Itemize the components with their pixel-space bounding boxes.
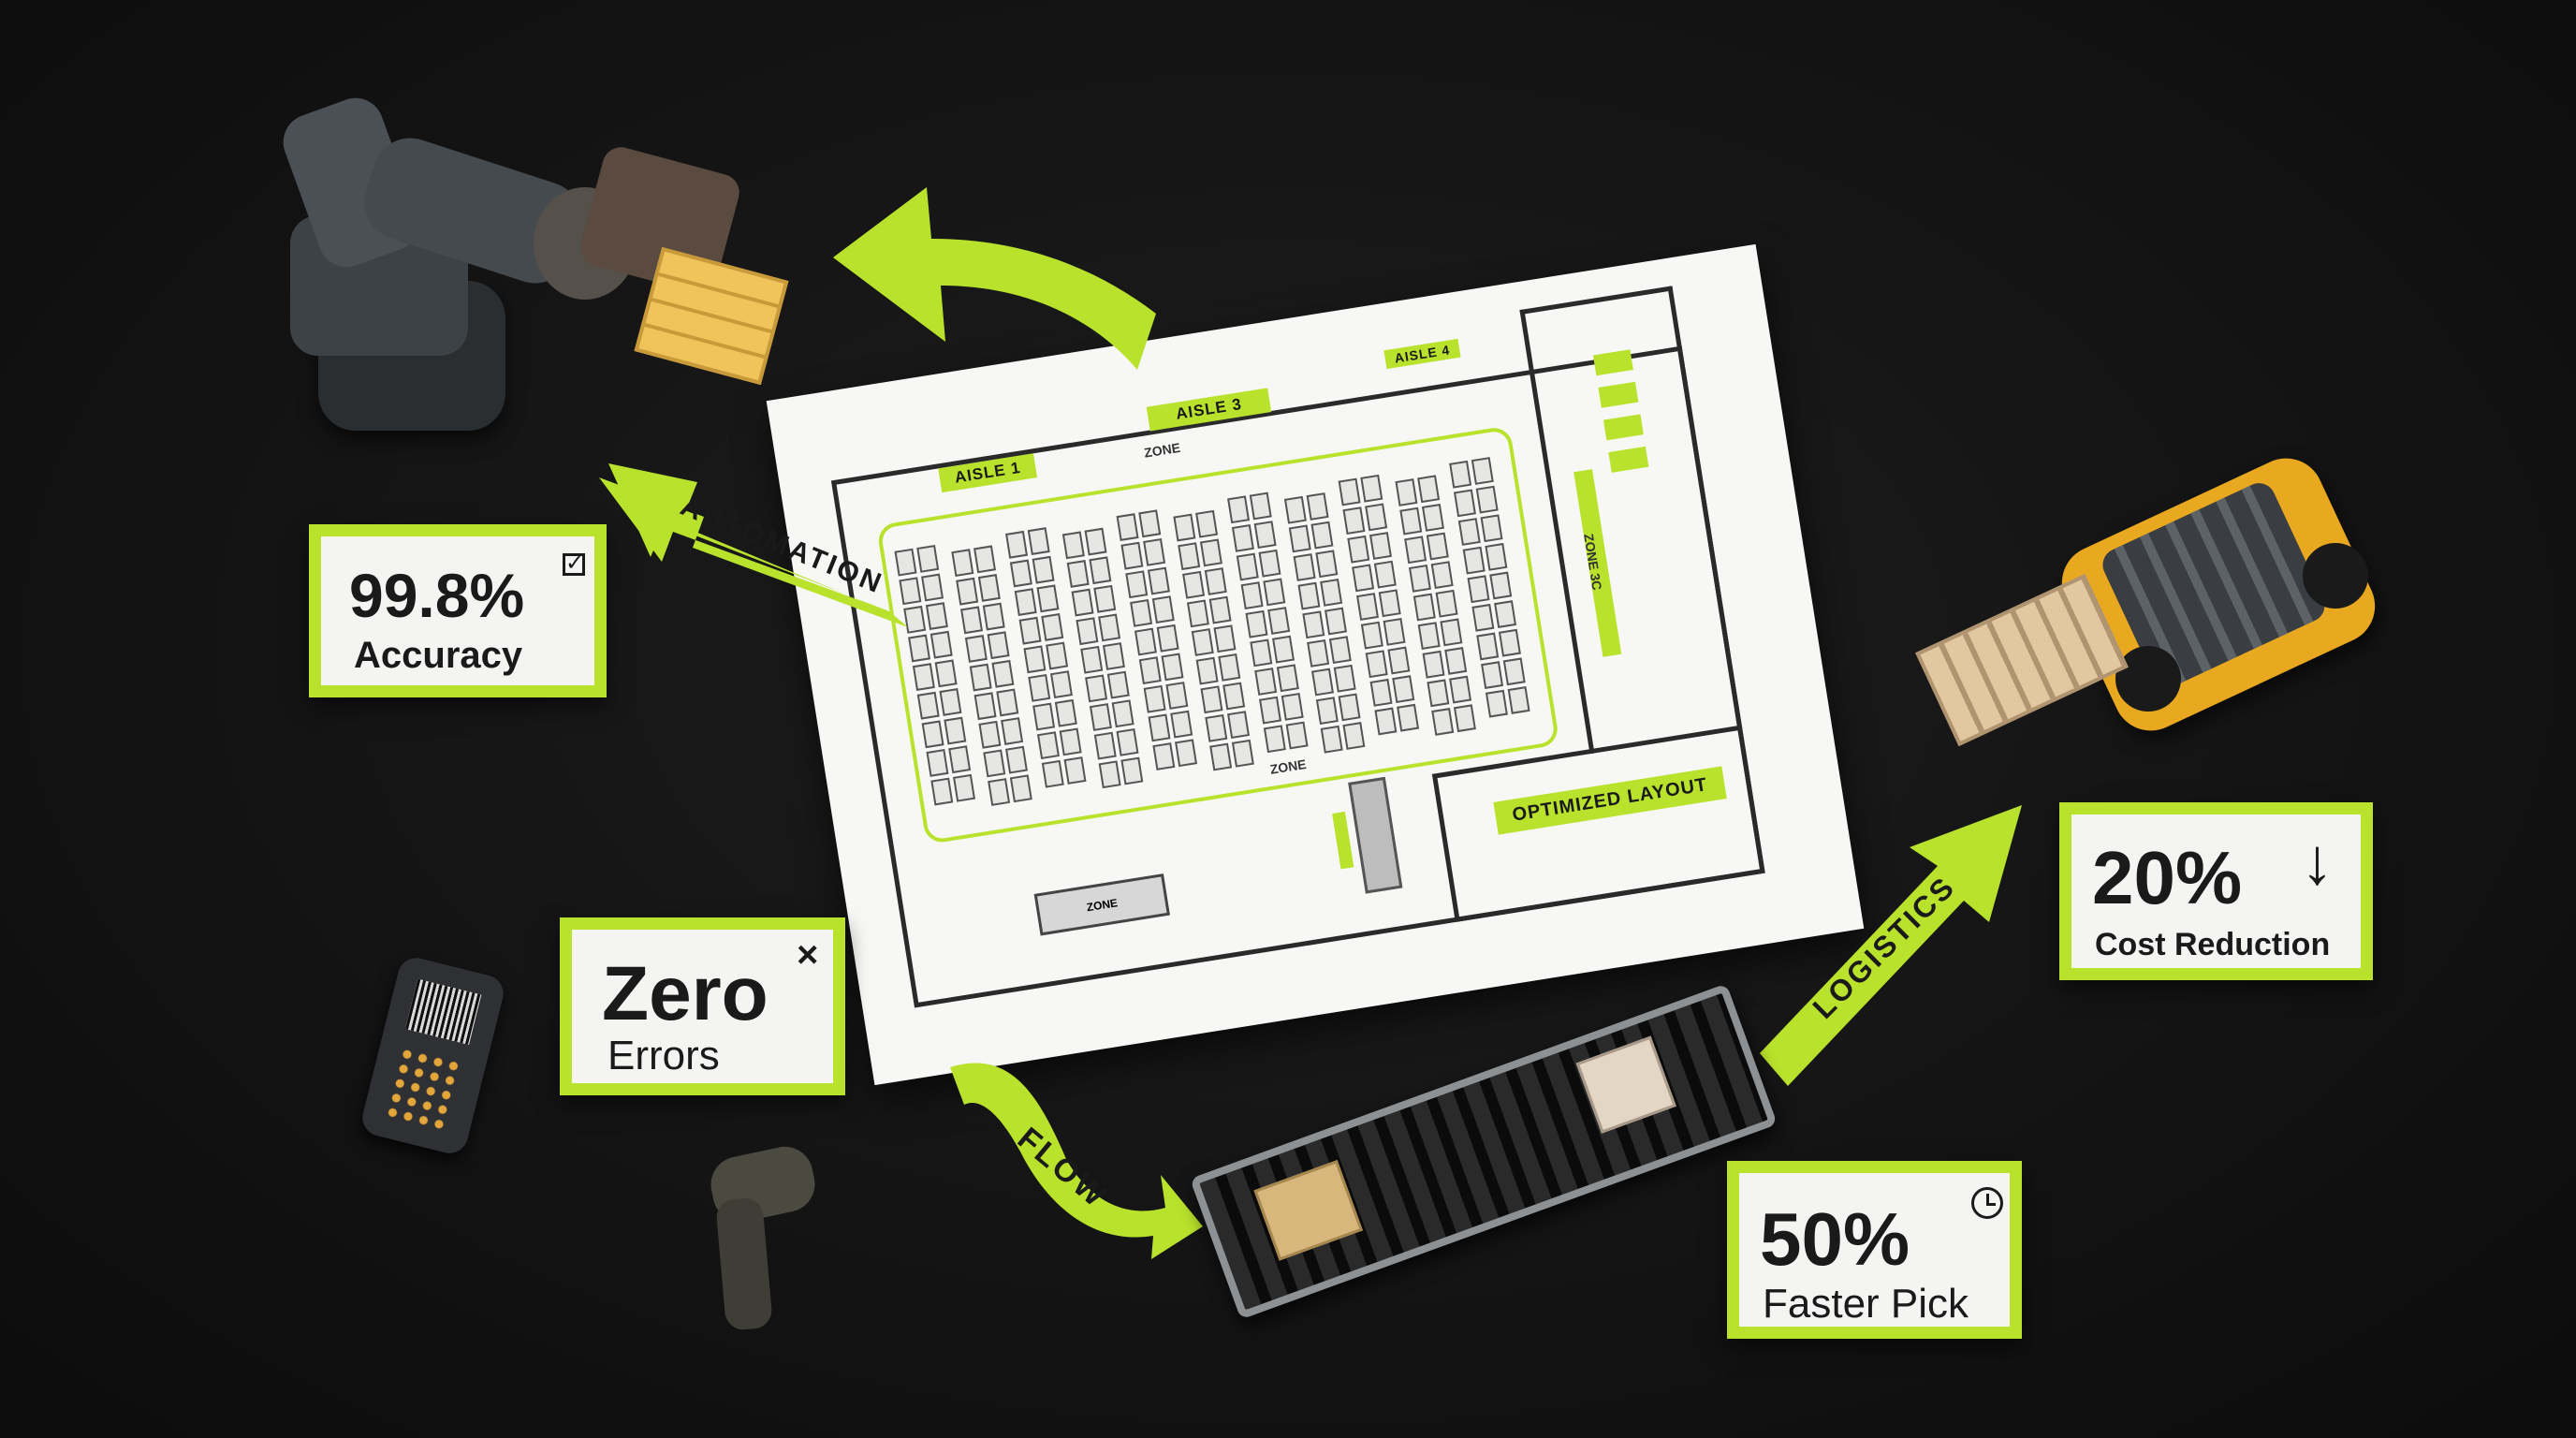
scanner-keypad bbox=[383, 1045, 465, 1135]
crate bbox=[634, 246, 789, 386]
scanner-screen bbox=[405, 978, 482, 1045]
cost-label: Cost Reduction bbox=[2095, 927, 2331, 962]
forklift bbox=[1891, 440, 2396, 777]
forklift-wheel bbox=[2115, 646, 2181, 712]
cost-value: 20% bbox=[2092, 836, 2243, 919]
errors-value: Zero bbox=[602, 951, 768, 1036]
errors-label: Errors bbox=[607, 1033, 720, 1078]
robot-arm bbox=[271, 75, 833, 468]
clock-icon bbox=[1971, 1187, 2003, 1219]
faster-pick-card: 50% Faster Pick bbox=[1727, 1161, 2022, 1339]
forklift-wheel bbox=[2303, 543, 2368, 609]
flow-arrow: FLOW bbox=[950, 1063, 1203, 1259]
logistics-arrow: LOGISTICS bbox=[1760, 805, 2022, 1086]
cost-reduction-card: 20% ↓ Cost Reduction bbox=[2059, 802, 2373, 980]
automation-arrow: AUTOMATION bbox=[599, 463, 908, 627]
barcode-gun bbox=[693, 1141, 833, 1339]
accuracy-label: Accuracy bbox=[354, 635, 523, 676]
curved-arrow bbox=[833, 187, 1156, 370]
pick-label: Faster Pick bbox=[1763, 1281, 1969, 1327]
down-arrow-icon: ↓ bbox=[2301, 825, 2334, 898]
pick-value: 50% bbox=[1760, 1197, 1910, 1281]
x-icon: × bbox=[797, 934, 819, 976]
errors-card: Zero × Errors bbox=[560, 917, 845, 1095]
pallet bbox=[1915, 573, 2129, 747]
accuracy-card: 99.8% ✓ Accuracy bbox=[309, 524, 607, 697]
accuracy-value: 99.8% bbox=[349, 561, 525, 630]
logistics-label: LOGISTICS bbox=[1806, 869, 1961, 1024]
checkbox-icon: ✓ bbox=[563, 552, 585, 576]
